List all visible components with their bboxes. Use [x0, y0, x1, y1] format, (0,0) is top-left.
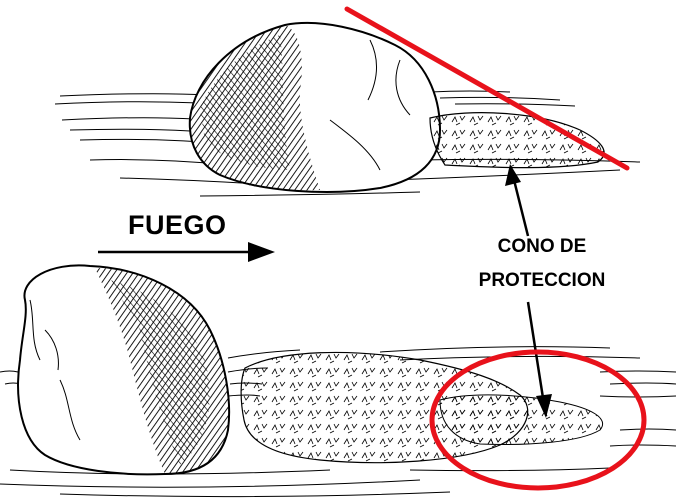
protection-cone-label-line1: CONO DE: [452, 236, 632, 258]
protection-cone-label-line2: PROTECCION: [442, 270, 642, 292]
top-rock: [190, 23, 440, 192]
fire-label: FUEGO: [128, 210, 227, 241]
fire-direction-arrow: [98, 242, 275, 262]
bottom-rock: [18, 265, 229, 474]
bottom-protection-cone: [241, 352, 602, 462]
